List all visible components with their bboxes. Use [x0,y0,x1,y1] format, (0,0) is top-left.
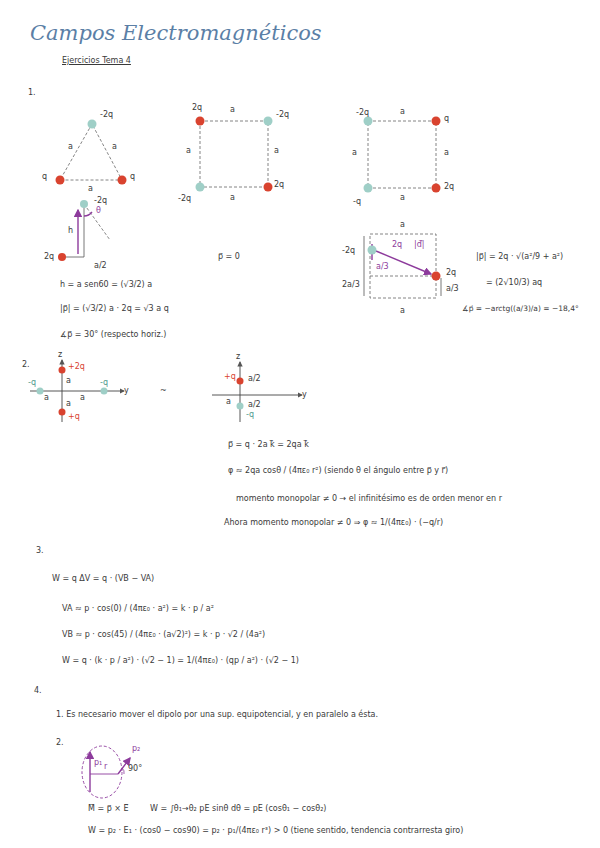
note-text: h = a sen60 = (√3/2) a [60,280,152,290]
note-text: Ahora momento monopolar ≠ 0 ⇒ φ ≈ 1/(4πε… [224,518,443,528]
note-text: |p⃗| = (√3/2) a · 2q = √3 a q [60,304,169,314]
note-text: 1. [28,88,36,98]
note-text: q [130,172,135,182]
note-text: 2q [444,182,454,192]
note-text: a [66,399,71,409]
note-text: a [400,306,405,316]
note-text: z [58,350,62,360]
note-text: a/2 [248,374,261,384]
note-text: 2q [44,252,54,262]
note-text: a/3 [446,284,459,294]
note-text: p⃗ = q · 2a k⃗ = 2qa k⃗ [228,440,309,450]
note-text: a [226,397,231,407]
note-text: a [400,107,405,117]
dipole-arrows [78,210,431,798]
note-text: +q [68,412,80,422]
note-text: |p⃗| = 2q · √(a²/9 + a²) [476,252,563,262]
note-text: a [44,393,49,403]
page-title: Campos Electromagnéticos [30,20,322,46]
note-text: a/2 [94,261,107,271]
note-text: Ejercicios Tema 4 [62,56,131,66]
note-text: 2. [22,360,30,370]
note-text: h [68,226,73,236]
note-text: 2q [392,240,402,250]
note-text: +q [224,372,236,382]
note-text: -q [100,378,108,388]
note-text: 2a/3 [342,280,360,290]
note-text: ∡p⃗ = 30° (respecto horiz.) [60,330,166,340]
note-text: p₂ [132,744,140,754]
note-text: -2q [342,246,355,256]
note-text: a [66,376,71,386]
note-text: a [400,193,405,203]
note-text: 2q [274,180,284,190]
note-text: momento monopolar ≠ 0 → el infinitésimo … [236,494,502,504]
note-text: a [444,148,449,158]
note-text: y [124,386,129,396]
note-text: a [186,146,191,156]
charges [37,117,441,416]
note-text: a [400,220,405,230]
note-text: p₁ [94,758,102,768]
note-text: = (2√10/3) aq [486,278,542,288]
note-text: φ ≈ 2qa cosθ / (4πε₀ r²) (siendo θ el án… [228,466,448,476]
note-text: 2q [192,103,202,113]
note-text: a [80,393,85,403]
note-text: a [230,105,235,115]
note-text: 3. [36,546,44,556]
note-text: -q [28,378,36,388]
note-text: q [42,172,47,182]
note-text: 1. Es necesario mover el dipolo por una … [56,710,378,720]
note-text: -q [246,410,254,420]
note-text: M⃗ = p⃗ × E⃗ [88,804,129,814]
note-text: a [230,193,235,203]
note-text: VB ≈ p · cos(45) / (4πε₀ · (a√2)²) = k ·… [62,630,265,640]
note-text: θ [96,206,101,216]
note-text: W = ∫θ₁→θ₂ pE sinθ dθ = pE (cosθ₁ − cosθ… [150,804,326,814]
note-text: 2. [56,738,64,748]
note-text: a [352,148,357,158]
note-text: -2q [276,110,289,120]
note-text: p⃗ = 0 [218,252,240,262]
note-text: q [444,114,449,124]
note-text: a [112,142,117,152]
note-text: a [88,184,93,194]
charge-figures [60,121,436,298]
note-text: -2q [100,110,113,120]
note-text: y [302,390,307,400]
note-text: W = q · (k · p / a²) · (√2 − 1) = 1/(4πε… [62,656,299,666]
note-text: -q [353,197,361,207]
note-text: a [68,142,73,152]
axes [30,360,302,422]
note-text: -2q [94,196,107,206]
note-text: a [274,146,279,156]
note-text: 2q [446,268,456,278]
note-text: |d⃗| [414,240,424,250]
note-text: a/2 [248,400,261,410]
note-text: -2q [356,108,369,118]
note-text: 4. [34,686,42,696]
note-text: r [104,762,107,772]
note-text: 90° [128,764,142,774]
note-text: ∡p⃗ = −arctg((a/3)/a) = −18,4° [462,304,579,314]
note-text: W = p₂ · E₁ · (cos0 − cos90) = p₂ · p₁/(… [88,826,463,836]
note-text: a/3 [376,262,389,272]
note-text: -2q [178,194,191,204]
note-text: VA ≈ p · cos(0) / (4πε₀ · a²) = k · p / … [62,604,214,614]
note-text: +2q [68,362,85,372]
note-text: ~ [160,386,167,396]
note-text: z [236,352,240,362]
note-text: W = q ΔV = q · (VB − VA) [52,574,154,584]
